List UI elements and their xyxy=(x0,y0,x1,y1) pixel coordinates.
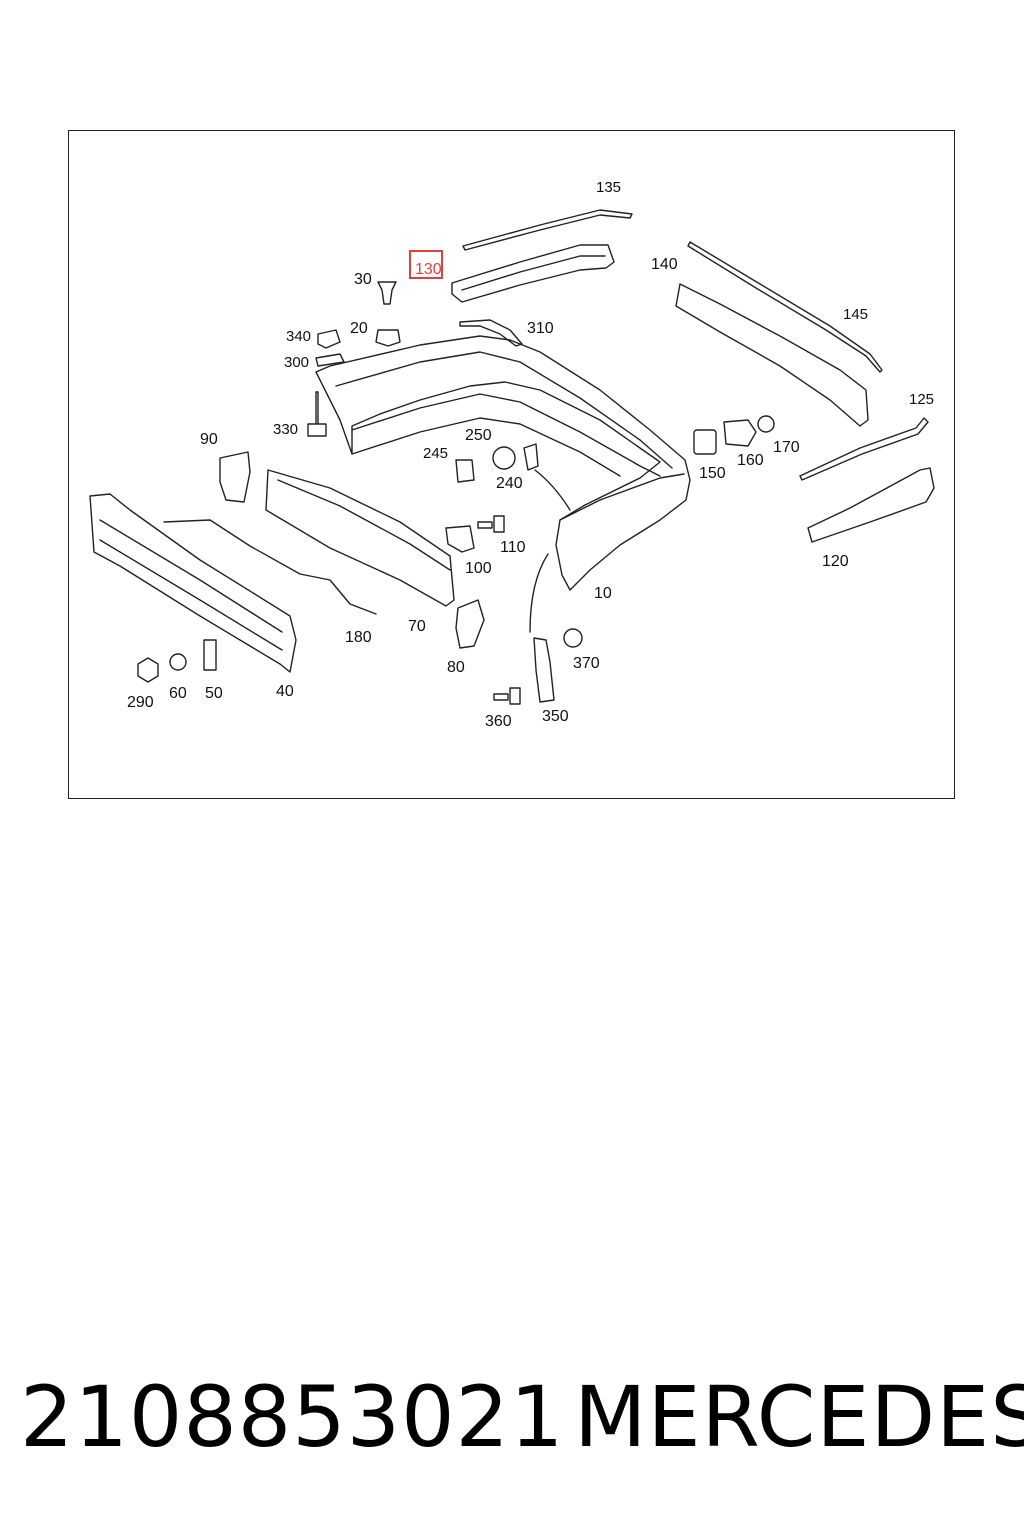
part-30-clip xyxy=(377,281,397,305)
part-40-reinforcement xyxy=(89,493,297,673)
part-20-nut xyxy=(375,329,401,347)
callout-250[interactable]: 250 xyxy=(465,427,492,444)
exploded-parts-diagram xyxy=(89,209,935,705)
part-360-screw xyxy=(493,687,521,705)
callout-90[interactable]: 90 xyxy=(200,431,218,448)
part-290-nut xyxy=(137,657,159,683)
callout-150[interactable]: 150 xyxy=(699,465,726,482)
callout-110[interactable]: 110 xyxy=(500,539,526,556)
part-110-screw xyxy=(477,515,505,533)
callout-60[interactable]: 60 xyxy=(169,685,187,702)
callout-50[interactable]: 50 xyxy=(205,685,223,702)
part-60-washer xyxy=(169,653,187,671)
part-70-absorber xyxy=(265,469,455,607)
callout-30[interactable]: 30 xyxy=(354,271,372,288)
callout-40[interactable]: 40 xyxy=(276,683,294,700)
callout-80[interactable]: 80 xyxy=(447,659,465,676)
callout-130[interactable]: 130 xyxy=(415,261,442,278)
callout-245[interactable]: 245 xyxy=(423,445,449,462)
part-140-rear-trim xyxy=(675,283,869,427)
arrow-up xyxy=(529,553,549,633)
callout-125[interactable]: 125 xyxy=(909,391,935,408)
part-135-trim-strip xyxy=(462,209,633,251)
part-300-clip xyxy=(315,353,345,367)
callout-360[interactable]: 360 xyxy=(485,713,512,730)
part-340-clip xyxy=(317,329,341,349)
callout-340[interactable]: 340 xyxy=(286,328,312,345)
part-number: 2108853021 xyxy=(20,1368,565,1466)
part-245-clip xyxy=(455,459,475,483)
part-160-sensor xyxy=(723,419,757,447)
part-125-strip xyxy=(799,417,929,481)
callout-350[interactable]: 350 xyxy=(542,708,569,725)
part-250-grommet xyxy=(492,446,516,470)
callout-100[interactable]: 100 xyxy=(465,560,492,577)
callout-290[interactable]: 290 xyxy=(127,694,154,711)
part-240-bracket xyxy=(523,443,539,471)
callout-300[interactable]: 300 xyxy=(284,354,310,371)
part-180-harness xyxy=(163,519,377,615)
callout-10[interactable]: 10 xyxy=(594,585,612,602)
callout-135[interactable]: 135 xyxy=(596,179,622,196)
callout-370[interactable]: 370 xyxy=(573,655,600,672)
callout-70[interactable]: 70 xyxy=(408,618,426,635)
part-10-bumper-cover xyxy=(315,335,691,591)
part-80-bracket xyxy=(455,599,485,649)
callout-145[interactable]: 145 xyxy=(843,306,869,323)
brand-name: MERCEDES xyxy=(574,1368,1024,1466)
part-170-ring xyxy=(757,415,775,433)
part-330-screw xyxy=(307,391,327,437)
callout-240[interactable]: 240 xyxy=(496,475,523,492)
part-100-clip xyxy=(445,525,475,553)
callout-170[interactable]: 170 xyxy=(773,439,800,456)
callout-20[interactable]: 20 xyxy=(350,320,368,337)
arrow-to-bumper xyxy=(534,469,571,511)
callout-330[interactable]: 330 xyxy=(273,421,299,438)
callout-140[interactable]: 140 xyxy=(651,256,678,273)
part-120-side-piece xyxy=(807,467,935,543)
callout-310[interactable]: 310 xyxy=(527,320,554,337)
part-310-strip xyxy=(459,319,523,347)
callout-120[interactable]: 120 xyxy=(822,553,849,570)
part-370-grommet xyxy=(563,628,583,648)
callout-180[interactable]: 180 xyxy=(345,629,372,646)
part-90-bracket xyxy=(219,451,251,503)
part-350-flap xyxy=(533,637,555,703)
part-50-plate xyxy=(203,639,217,671)
callout-160[interactable]: 160 xyxy=(737,452,764,469)
highlight-box-130 xyxy=(409,250,443,279)
part-145-strip xyxy=(687,241,883,373)
part-150-sensor xyxy=(693,429,717,455)
part-130-upper-cover xyxy=(451,244,615,303)
